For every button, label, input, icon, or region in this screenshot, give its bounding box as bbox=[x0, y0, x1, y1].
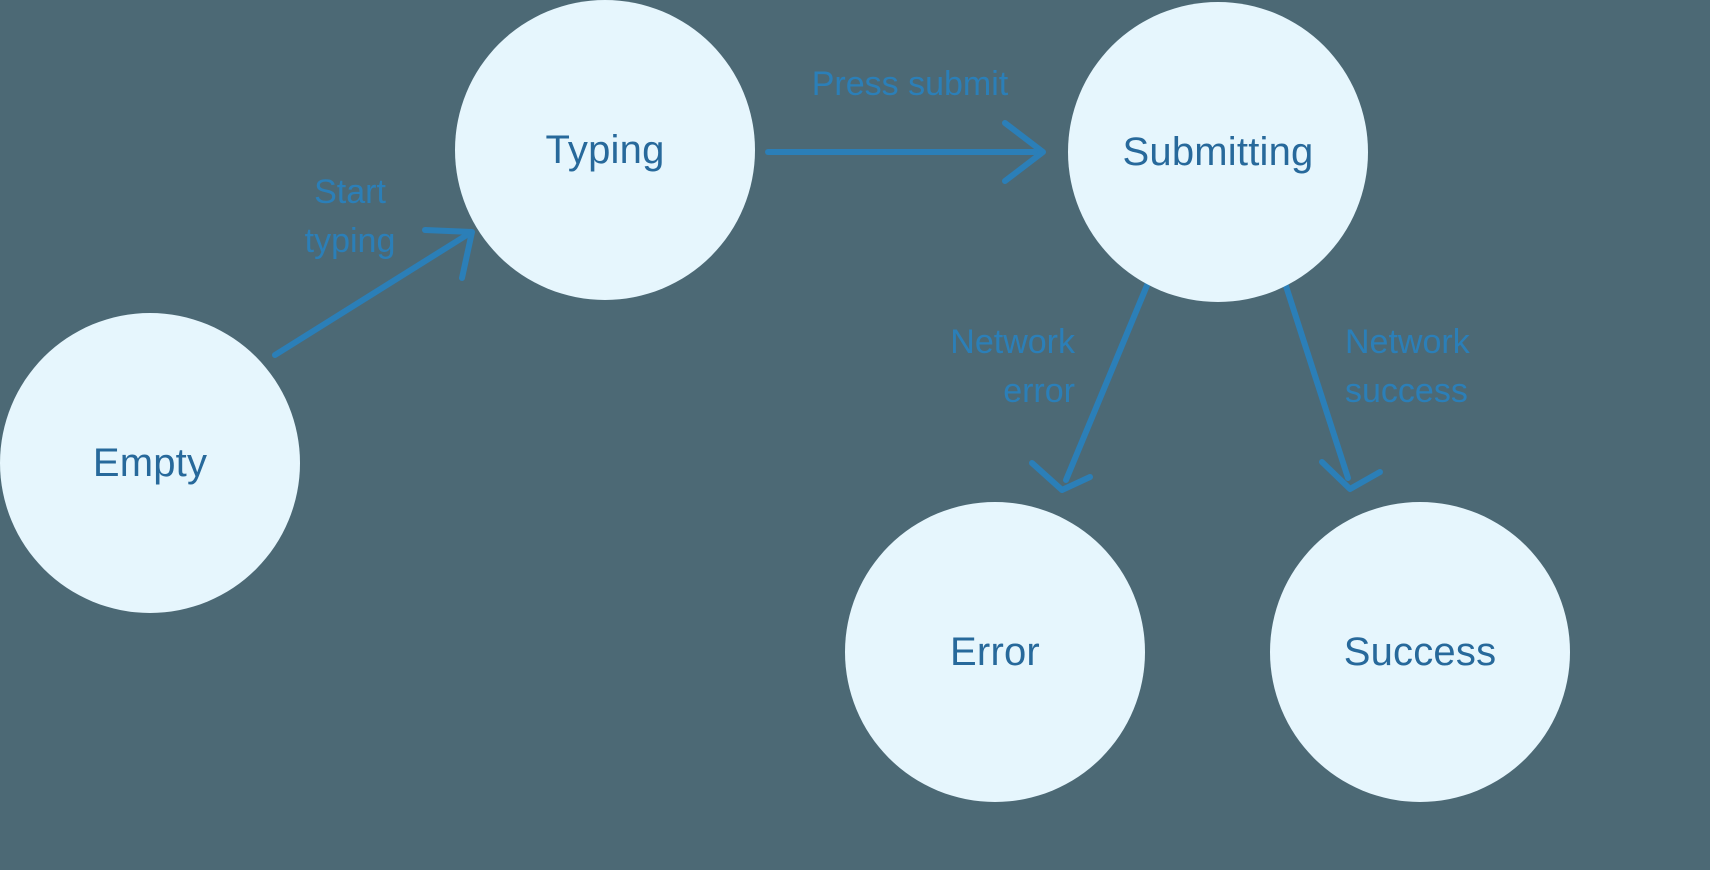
state-node-submitting-label: Submitting bbox=[1122, 130, 1314, 174]
state-node-empty[interactable]: Empty bbox=[0, 313, 300, 613]
state-node-typing-label: Typing bbox=[545, 128, 665, 172]
state-node-success-label: Success bbox=[1343, 630, 1497, 674]
edge-label-network-success: Network success bbox=[1345, 323, 1470, 411]
state-node-error[interactable]: Error bbox=[845, 502, 1145, 802]
edge-label-press-submit: Press submit bbox=[811, 65, 1009, 103]
state-node-success[interactable]: Success bbox=[1270, 502, 1570, 802]
state-node-typing[interactable]: Typing bbox=[455, 0, 755, 300]
state-node-submitting[interactable]: Submitting bbox=[1068, 2, 1368, 302]
arrow-typing-to-submitting bbox=[765, 120, 1046, 184]
state-node-error-label: Error bbox=[950, 630, 1040, 674]
edge-label-network-error: Network error bbox=[950, 323, 1075, 411]
edge-label-start-typing: Start typing bbox=[304, 173, 396, 261]
state-node-empty-label: Empty bbox=[92, 441, 208, 485]
